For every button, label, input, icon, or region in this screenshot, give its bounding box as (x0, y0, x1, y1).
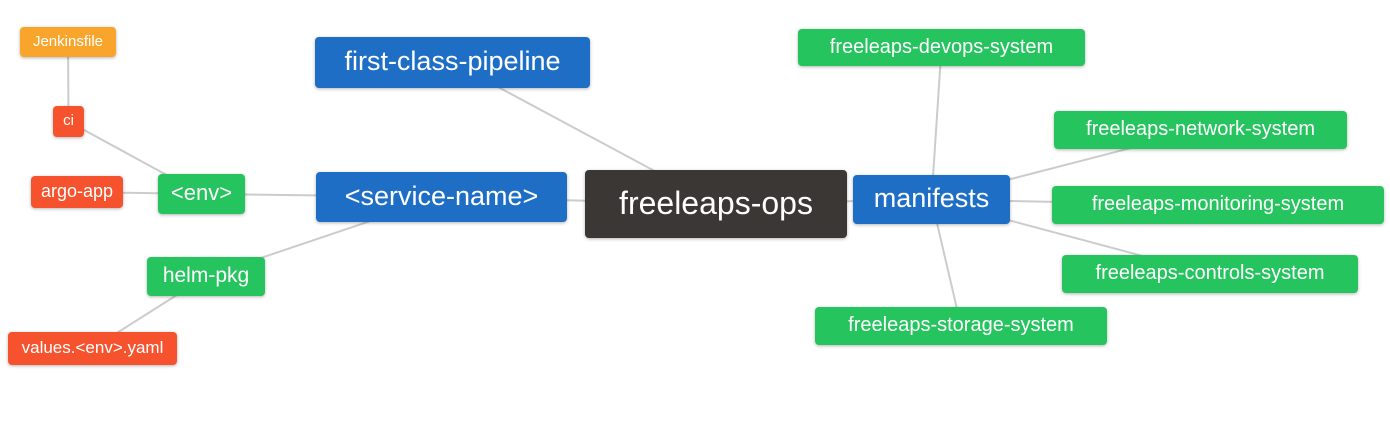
node-helm-pkg[interactable]: helm-pkg (147, 257, 265, 296)
edge-manifests--freeleaps-devops-system (930, 47, 943, 200)
node-manifests[interactable]: manifests (853, 175, 1010, 224)
node-values-env-yaml[interactable]: values.<env>.yaml (8, 332, 177, 365)
node-label: freeleaps-ops (619, 185, 813, 221)
node-freeleaps-monitoring-system[interactable]: freeleaps-monitoring-system (1052, 186, 1384, 224)
node-label: Jenkinsfile (32, 32, 104, 50)
node-label: freeleaps-devops-system (829, 35, 1054, 58)
node-first-class-pipeline[interactable]: first-class-pipeline (315, 37, 590, 88)
node-service-name[interactable]: <service-name> (316, 172, 567, 222)
node-argo-app[interactable]: argo-app (31, 176, 123, 208)
node-label: <service-name> (344, 180, 539, 211)
node-label: freeleaps-storage-system (848, 314, 1074, 336)
node-freeleaps-ops[interactable]: freeleaps-ops (585, 170, 847, 238)
node-label: helm-pkg (162, 264, 250, 287)
node-label: first-class-pipeline (344, 46, 561, 76)
node-ci[interactable]: ci (53, 106, 84, 137)
node-freeleaps-storage-system[interactable]: freeleaps-storage-system (815, 307, 1107, 345)
node-label: <env> (170, 180, 233, 205)
node-label: manifests (873, 183, 990, 213)
node-label: freeleaps-controls-system (1095, 262, 1325, 284)
node-label: argo-app (40, 181, 114, 201)
node-label: ci (63, 112, 74, 129)
node-env[interactable]: <env> (158, 174, 245, 214)
node-label: freeleaps-network-system (1086, 118, 1315, 140)
node-freeleaps-controls-system[interactable]: freeleaps-controls-system (1062, 255, 1358, 293)
node-label: freeleaps-monitoring-system (1091, 193, 1345, 215)
node-label: values.<env>.yaml (21, 338, 164, 357)
node-freeleaps-devops-system[interactable]: freeleaps-devops-system (798, 29, 1085, 66)
node-jenkinsfile[interactable]: Jenkinsfile (20, 27, 116, 57)
node-freeleaps-network-system[interactable]: freeleaps-network-system (1054, 111, 1347, 149)
